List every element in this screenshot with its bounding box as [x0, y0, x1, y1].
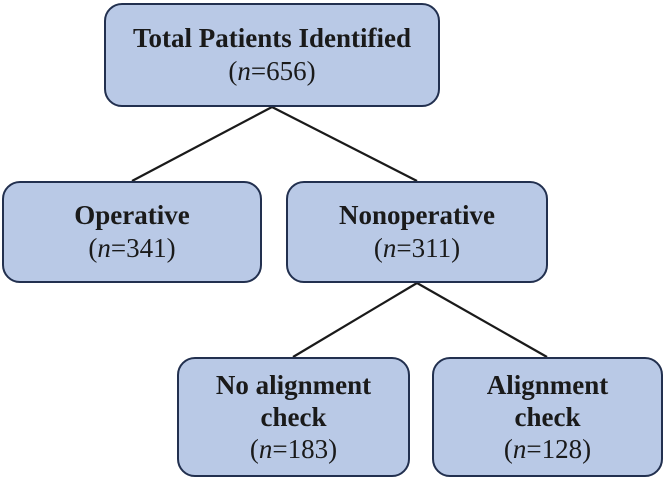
edge-total-nonoperative	[271, 106, 418, 182]
node-title-line1: No alignment	[215, 369, 372, 400]
n-symbol: n	[382, 233, 397, 263]
node-no-alignment-check: No alignment check (n=183)	[177, 357, 410, 477]
count-value: =311	[396, 233, 452, 263]
node-title-line1: Alignment	[486, 369, 609, 400]
n-symbol: n	[97, 233, 111, 263]
node-title-line2: check	[260, 401, 327, 432]
count-value: =341	[110, 233, 167, 263]
node-count: (n=656)	[228, 56, 316, 86]
node-count: (n=183)	[249, 433, 338, 464]
node-count: (n=311)	[373, 233, 461, 263]
count-value: =128	[526, 433, 583, 464]
node-alignment-check: Alignment check (n=128)	[432, 357, 663, 477]
node-title: Total Patients Identified	[132, 23, 411, 53]
count-value: =656	[250, 56, 307, 86]
edge-nonoperative-align	[416, 282, 548, 358]
node-total-patients: Total Patients Identified (n=656)	[104, 3, 440, 107]
count-value: =183	[272, 433, 329, 464]
node-title-line2: check	[514, 401, 581, 432]
node-operative: Operative (n=341)	[2, 181, 262, 283]
edge-nonoperative-noalign	[292, 282, 418, 358]
node-count: (n=128)	[503, 433, 592, 464]
node-title: Nonoperative	[339, 200, 495, 230]
n-symbol: n	[512, 433, 527, 464]
edge-total-operative	[131, 106, 273, 182]
node-nonoperative: Nonoperative (n=311)	[286, 181, 548, 283]
node-count: (n=341)	[88, 233, 176, 263]
n-symbol: n	[237, 56, 251, 86]
node-title: Operative	[74, 200, 190, 230]
n-symbol: n	[258, 433, 273, 464]
